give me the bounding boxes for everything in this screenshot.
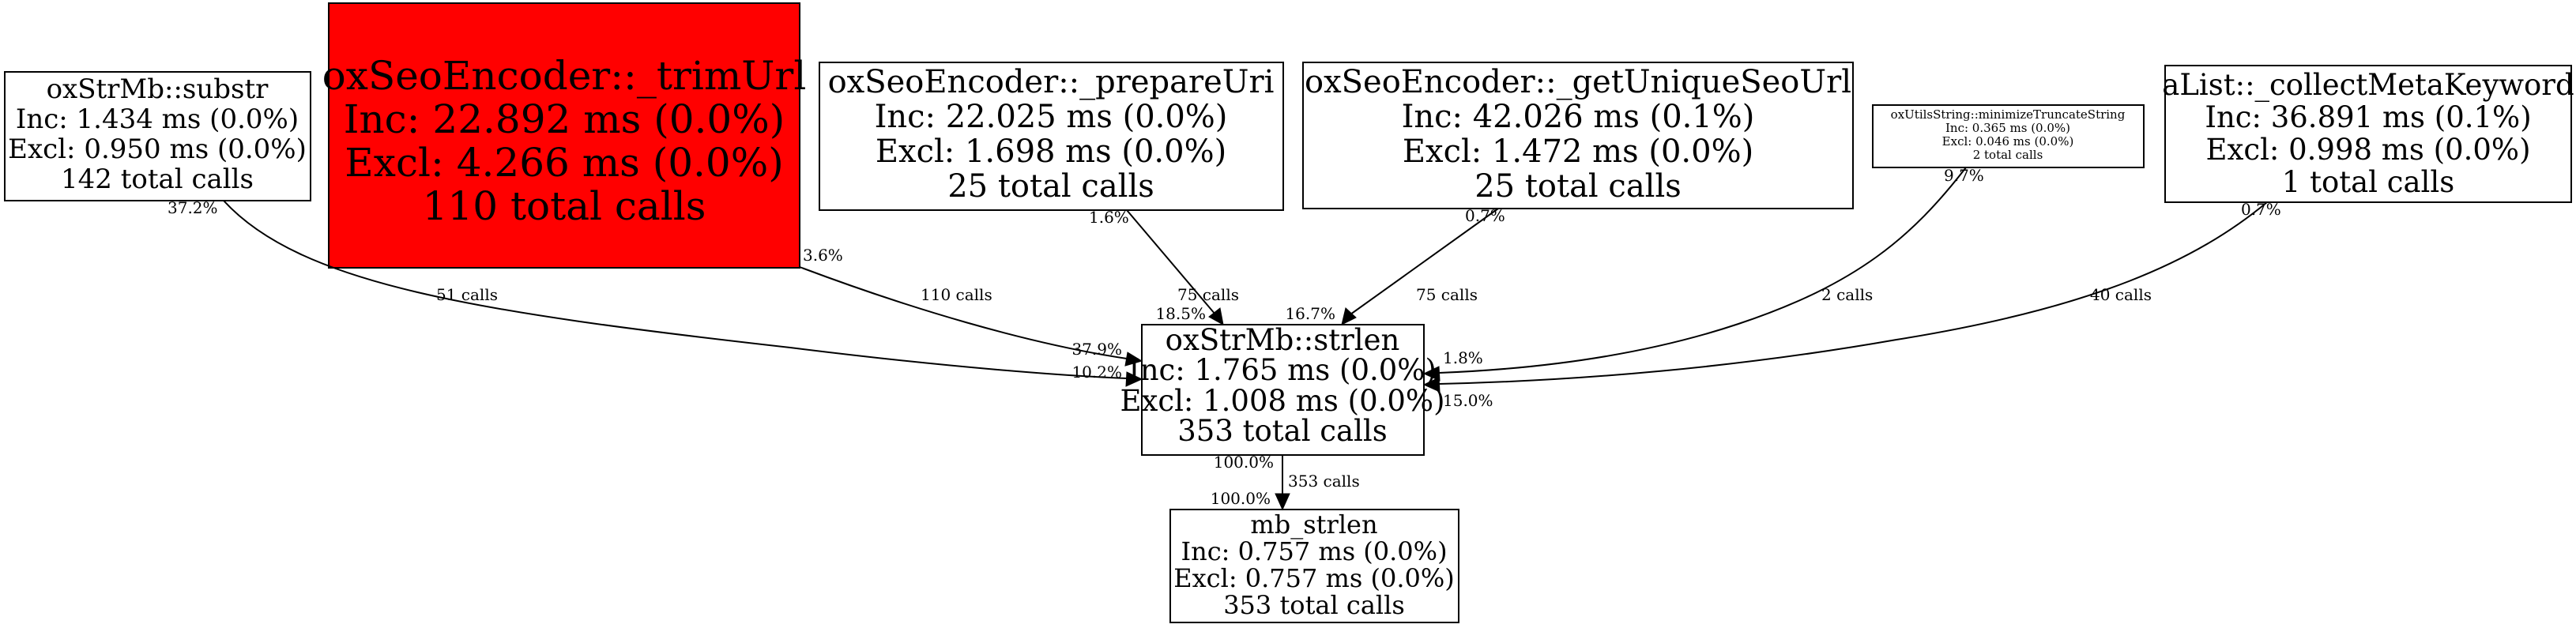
node-calls: 110 total calls bbox=[423, 183, 706, 229]
node-name: oxSeoEncoder::_getUniqueSeoUrl bbox=[1305, 64, 1851, 100]
edge-head-label: 15.0% bbox=[1443, 391, 1493, 410]
node-name: oxStrMb::strlen bbox=[1166, 323, 1400, 357]
node-getUniqueSeoUrl[interactable]: oxSeoEncoder::_getUniqueSeoUrl Inc: 42.0… bbox=[1302, 62, 1854, 209]
node-calls: 25 total calls bbox=[947, 168, 1154, 205]
node-mb-strlen[interactable]: mb_strlen Inc: 0.757 ms (0.0%) Excl: 0.7… bbox=[1169, 509, 1459, 623]
edge-tail-label: 100.0% bbox=[1214, 453, 1274, 472]
node-calls: 2 total calls bbox=[1973, 148, 2043, 162]
node-calls: 142 total calls bbox=[61, 164, 254, 195]
edge-calls-label: 51 calls bbox=[436, 285, 498, 304]
edge-calls-label: 40 calls bbox=[2090, 285, 2152, 304]
edge-calls-label: 110 calls bbox=[921, 285, 992, 304]
node-excl: Excl: 0.950 ms (0.0%) bbox=[8, 133, 307, 165]
edge-tail-label: 9.7% bbox=[1944, 166, 1984, 185]
edge-head-label: 18.5% bbox=[1155, 304, 1206, 323]
edge-calls-label: 75 calls bbox=[1416, 285, 1478, 304]
node-calls: 353 total calls bbox=[1177, 414, 1388, 448]
edge-getUniqueSeoUrl-to-strlen bbox=[1341, 208, 1499, 325]
node-minimizeTruncateString[interactable]: oxUtilsString::minimizeTruncateString In… bbox=[1872, 104, 2145, 168]
edge-strlen-to-mbStrlen bbox=[1275, 455, 1290, 511]
edge-calls-label: 2 calls bbox=[1821, 285, 1873, 304]
edge-substr-to-strlen bbox=[223, 200, 1143, 387]
node-excl: Excl: 1.698 ms (0.0%) bbox=[876, 133, 1226, 170]
node-excl: Excl: 0.998 ms (0.0%) bbox=[2205, 133, 2530, 167]
node-inc: Inc: 22.025 ms (0.0%) bbox=[875, 99, 1228, 135]
node-excl: Excl: 1.472 ms (0.0%) bbox=[1403, 133, 1753, 170]
edge-tail-label: 37.2% bbox=[168, 198, 218, 217]
edge-tail-label: 0.7% bbox=[2241, 200, 2281, 219]
node-name: oxSeoEncoder::_prepareUri bbox=[828, 64, 1275, 100]
edge-tail-label: 3.6% bbox=[803, 246, 843, 265]
edge-trimUrl-to-strlen bbox=[799, 266, 1143, 367]
edge-head-label: 37.9% bbox=[1071, 340, 1122, 359]
node-calls: 25 total calls bbox=[1474, 168, 1682, 205]
node-substr[interactable]: oxStrMb::substr Inc: 1.434 ms (0.0%) Exc… bbox=[4, 71, 311, 201]
node-name: oxUtilsString::minimizeTruncateString bbox=[1891, 107, 2126, 122]
node-strlen[interactable]: oxStrMb::strlen Inc: 1.765 ms (0.0%) Exc… bbox=[1120, 323, 1445, 456]
node-calls: 353 total calls bbox=[1223, 590, 1405, 620]
node-inc: Inc: 36.891 ms (0.1%) bbox=[2205, 100, 2531, 134]
node-inc: Inc: 0.757 ms (0.0%) bbox=[1181, 536, 1447, 566]
node-prepareUri[interactable]: oxSeoEncoder::_prepareUri Inc: 22.025 ms… bbox=[819, 62, 1284, 211]
edge-head-label: 16.7% bbox=[1285, 304, 1335, 323]
edge-calls-label: 75 calls bbox=[1177, 285, 1239, 304]
edge-head-label: 1.8% bbox=[1443, 348, 1483, 367]
edge-calls-label: 353 calls bbox=[1288, 472, 1360, 491]
edge-minimize-to-strlen bbox=[1422, 167, 1967, 382]
node-excl: Excl: 0.046 ms (0.0%) bbox=[1942, 134, 2074, 149]
edge-collectMeta-to-strlen bbox=[1422, 201, 2268, 393]
edge-head-label: 100.0% bbox=[1211, 489, 1271, 508]
edge-prepareUri-to-strlen bbox=[1126, 209, 1224, 325]
edge-tail-label: 1.6% bbox=[1089, 208, 1129, 227]
edge-labels: 37.2% 51 calls 10.2% 3.6% 110 calls 37.9… bbox=[168, 166, 2281, 508]
node-inc: Inc: 1.434 ms (0.0%) bbox=[16, 103, 299, 135]
node-calls: 1 total calls bbox=[2282, 165, 2454, 199]
node-name: aList::_collectMetaKeyword bbox=[2162, 68, 2574, 103]
node-inc: Inc: 0.365 ms (0.0%) bbox=[1945, 121, 2070, 135]
node-trimUrl[interactable]: oxSeoEncoder::_trimUrl Inc: 22.892 ms (0… bbox=[322, 2, 807, 269]
node-excl: Excl: 0.757 ms (0.0%) bbox=[1173, 563, 1455, 593]
node-inc: Inc: 22.892 ms (0.0%) bbox=[344, 96, 785, 142]
node-inc: Inc: 42.026 ms (0.1%) bbox=[1402, 99, 1755, 135]
edge-head-label: 10.2% bbox=[1071, 363, 1122, 382]
node-excl: Excl: 4.266 ms (0.0%) bbox=[345, 140, 783, 186]
edge-tail-label: 0.7% bbox=[1465, 206, 1505, 225]
node-collectMetaKeyword[interactable]: aList::_collectMetaKeyword Inc: 36.891 m… bbox=[2162, 65, 2574, 203]
node-excl: Excl: 1.008 ms (0.0%) bbox=[1120, 384, 1444, 418]
node-name: oxStrMb::substr bbox=[47, 73, 269, 105]
node-inc: Inc: 1.765 ms (0.0%) bbox=[1128, 353, 1437, 387]
node-name: oxSeoEncoder::_trimUrl bbox=[322, 53, 807, 99]
node-name: mb_strlen bbox=[1250, 510, 1377, 540]
